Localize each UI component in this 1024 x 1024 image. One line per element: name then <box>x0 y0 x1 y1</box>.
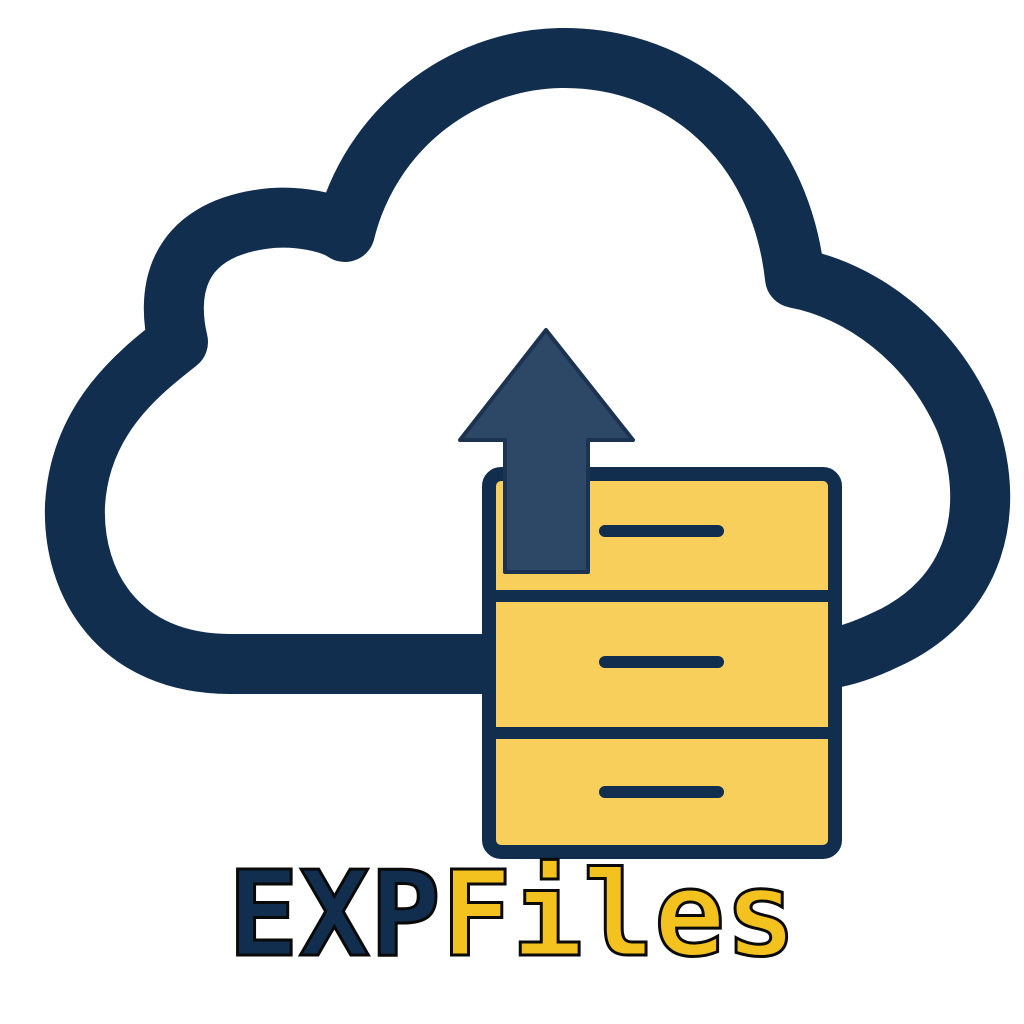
wordmark: EXPFiles <box>228 845 796 983</box>
upload-arrow-icon <box>458 328 635 574</box>
wordmark-files: Files <box>441 845 796 983</box>
cloud-outline-icon <box>44 27 1011 694</box>
wordmark-exp: EXP <box>228 845 441 983</box>
